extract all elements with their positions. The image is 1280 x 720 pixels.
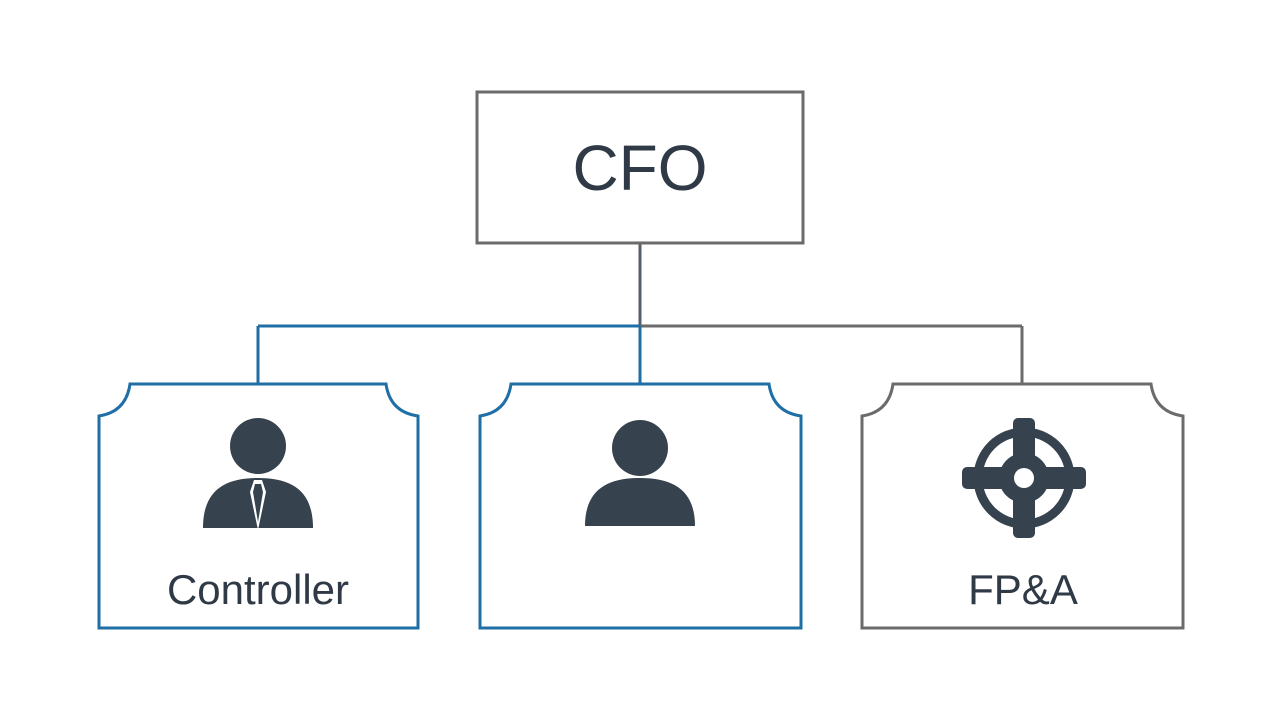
connector-lines (256, 243, 1024, 384)
root-node-box (475, 90, 805, 245)
child-node-fpa: FP&A (860, 382, 1185, 630)
child-node-label: FP&A (968, 566, 1078, 613)
person-with-tie-icon (203, 418, 313, 530)
root-node-label: CFO (572, 132, 707, 204)
child-node-middle (478, 382, 803, 630)
person-icon (585, 420, 695, 526)
target-crosshair-icon (962, 418, 1086, 538)
child-node-controller: Controller (97, 382, 420, 630)
root-node-cfo: CFO (475, 90, 805, 245)
child-node-label: Controller (167, 566, 349, 613)
